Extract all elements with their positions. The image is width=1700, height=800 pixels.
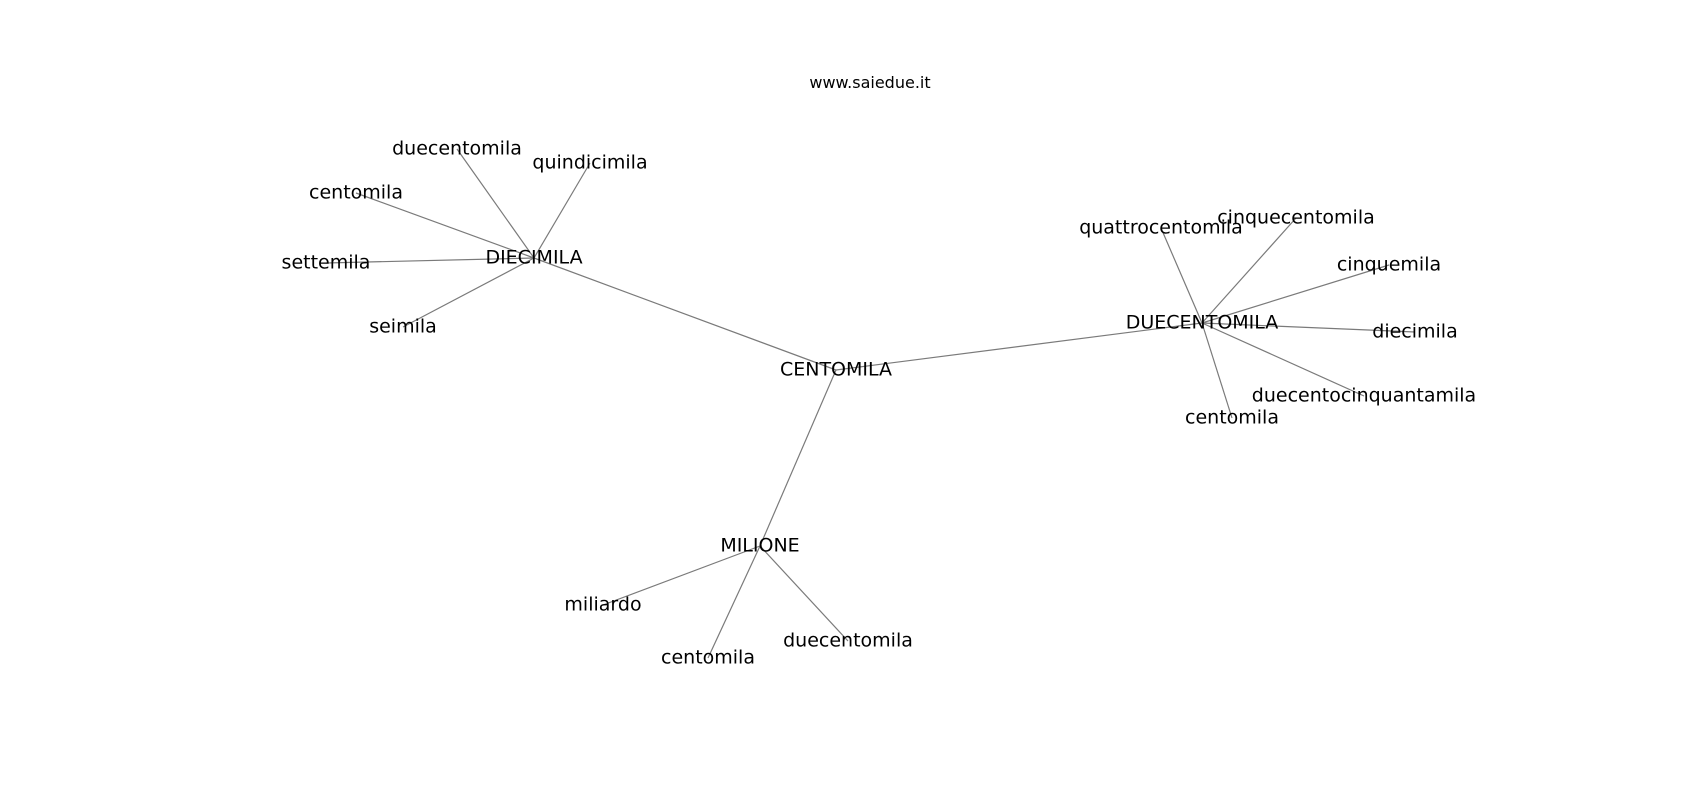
node-label-milione-hub: MILIONE (720, 535, 799, 557)
watermark-text: www.saiedue.it (809, 73, 930, 92)
edge-diecimila_hub-d_duecentomila (456, 148, 535, 259)
node-label-u-cinquecentomila: cinquecentomila (1217, 207, 1375, 229)
node-label-duecentomila-hub: DUECENTOMILA (1126, 312, 1279, 334)
edge-centomila_hub-diecimila_hub (533, 257, 837, 371)
edge-milione_hub-m_centomila (707, 545, 761, 659)
node-label-u-quattrocentomila: quattrocentomila (1079, 217, 1243, 239)
node-label-u-diecimila: diecimila (1372, 321, 1457, 343)
node-label-centomila-hub: CENTOMILA (780, 359, 892, 381)
edge-centomila_hub-duecentomila_hub (835, 322, 1203, 371)
edges-layer (325, 148, 1416, 659)
node-label-m-miliardo: miliardo (564, 594, 641, 616)
node-label-d-centomila: centomila (309, 182, 403, 204)
node-label-u-duecentocinquantamila: duecentocinquantamila (1252, 385, 1476, 407)
node-label-m-duecentomila: duecentomila (783, 630, 913, 652)
node-label-diecimila-hub: DIECIMILA (485, 247, 582, 269)
edge-duecentomila_hub-u_quattrocentomila (1160, 227, 1203, 324)
edge-milione_hub-m_miliardo (602, 545, 761, 606)
edge-duecentomila_hub-u_cinquemila (1201, 264, 1390, 324)
edge-duecentomila_hub-u_duecentocinquantamila (1201, 322, 1365, 397)
edge-centomila_hub-milione_hub (759, 369, 837, 547)
edge-diecimila_hub-d_centomila (355, 192, 535, 259)
node-label-d-settemila: settemila (282, 252, 371, 274)
node-label-u-cinquemila: cinquemila (1337, 254, 1441, 276)
node-label-u-centomila: centomila (1185, 407, 1279, 429)
edge-duecentomila_hub-u_diecimila (1201, 322, 1416, 333)
edge-milione_hub-m_duecentomila (759, 545, 849, 642)
edge-diecimila_hub-d_settemila (325, 257, 535, 264)
edge-duecentomila_hub-u_centomila (1201, 322, 1233, 419)
node-label-m-centomila: centomila (661, 647, 755, 669)
edge-diecimila_hub-d_seimila (402, 257, 535, 328)
node-label-d-quindicimila: quindicimila (532, 152, 647, 174)
node-label-d-seimila: seimila (369, 316, 437, 338)
node-labels-layer: CENTOMILA DIECIMILA DUECENTOMILA MILIONE due… (282, 138, 1477, 669)
edge-diecimila_hub-d_quindicimila (533, 162, 591, 259)
node-label-d-duecentomila: duecentomila (392, 138, 522, 160)
edge-duecentomila_hub-u_cinquecentomila (1201, 217, 1297, 324)
